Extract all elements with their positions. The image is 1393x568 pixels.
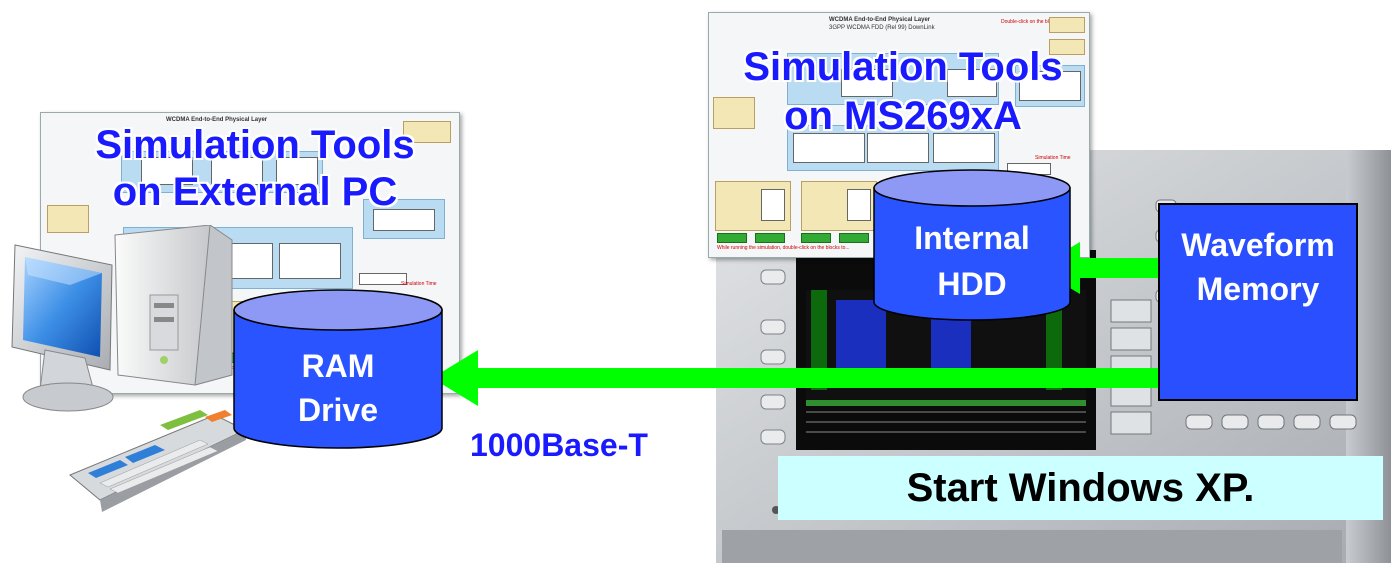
left-title-line1: Simulation Tools — [95, 123, 415, 167]
right-title-line1: Simulation Tools — [743, 45, 1063, 89]
status-banner: Start Windows XP. — [778, 456, 1383, 520]
short-arrow-shaft — [1078, 258, 1160, 278]
right-title-line2: on MS269xA — [784, 94, 1022, 138]
hdd-label-line1: Internal — [914, 220, 1030, 256]
waveform-memory-box: Waveform Memory — [1158, 203, 1358, 401]
link-speed-label: 1000Base-T — [470, 427, 648, 463]
internal-hdd-cylinder: Internal HDD — [872, 168, 1072, 324]
keyboard-icon — [69, 410, 247, 512]
ram-drive-label-line1: RAM — [301, 348, 375, 384]
long-arrow-shaft — [470, 368, 1160, 388]
left-title-line2: on External PC — [112, 170, 398, 214]
hdd-label-line2: HDD — [937, 266, 1007, 302]
status-text: Start Windows XP. — [906, 466, 1255, 510]
desktop-computer-icon — [0, 224, 262, 555]
memory-label-line1: Waveform — [1181, 227, 1335, 263]
ram-drive-cylinder: RAM Drive — [232, 288, 444, 450]
memory-label-line2: Memory — [1196, 271, 1320, 307]
long-arrow-head — [432, 350, 478, 406]
ram-drive-label-line2: Drive — [297, 392, 379, 428]
